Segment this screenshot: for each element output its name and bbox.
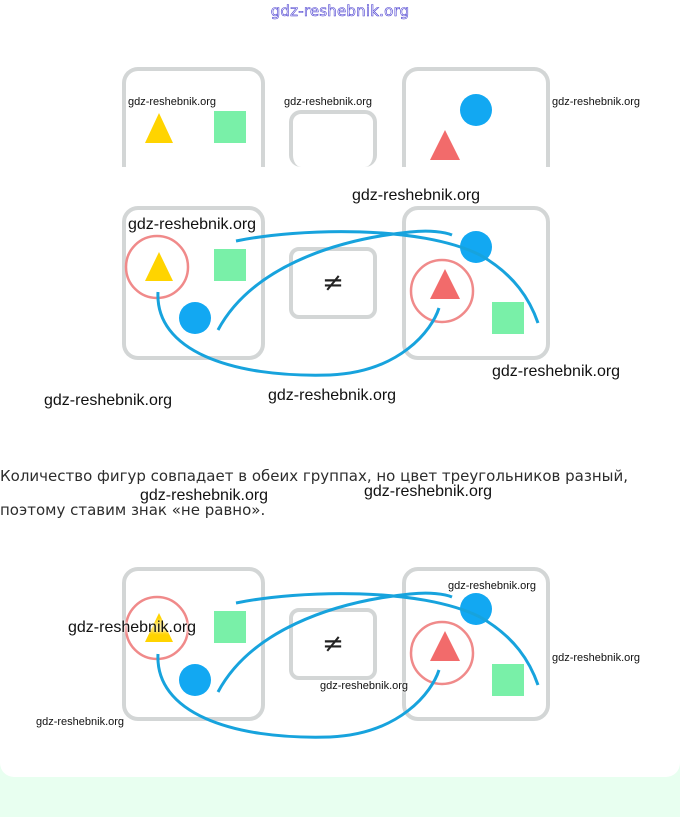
green-square-icon [214,249,246,281]
not-equal-sign: ≠ [322,268,344,298]
match-line-circles [216,229,453,331]
blue-circle-icon [179,664,211,696]
answer-panel [0,522,680,817]
explanation-line-2: поэтому ставим знак «не равно». [0,501,266,519]
highlight-circle-right [409,258,475,324]
blue-circle-icon [460,593,492,625]
watermark: gdz-reshebnik.org [268,387,397,404]
left-group-box [122,67,265,167]
watermark: gdz-reshebnik.org [448,580,537,592]
watermark: gdz-reshebnik.org [140,487,269,504]
right-group-box [402,67,550,167]
explanation-text: Количество фигур совпадает в обеих групп… [0,456,680,530]
watermark: gdz-reshebnik.org [320,680,409,692]
watermark: gdz-reshebnik.org [284,96,373,108]
left-group-box-solution [122,206,265,360]
green-square-icon [214,611,246,643]
match-line-circles [216,591,453,693]
green-square-icon [492,664,524,696]
match-line-triangles [156,653,441,739]
red-triangle-icon [430,269,460,299]
watermark: gdz-reshebnik.org [128,96,217,108]
site-title: gdz-reshebnik.org [270,2,410,21]
blue-circle-icon [179,302,211,334]
answer-panel-card [0,522,680,777]
explanation-line-1: Количество фигур совпадает в обеих групп… [0,467,629,485]
blue-circle-icon [460,231,492,263]
watermark: gdz-reshebnik.org [128,216,257,233]
watermark: gdz-reshebnik.org [492,363,621,380]
red-triangle-icon [430,130,460,160]
match-line-squares [235,592,540,686]
answer-box-not-equal[interactable]: ≠ [289,247,377,319]
green-square-icon [492,302,524,334]
watermark: gdz-reshebnik.org [352,187,481,204]
answer-box-empty[interactable] [289,110,377,167]
match-line-squares [235,230,540,324]
watermark: gdz-reshebnik.org [552,652,641,664]
watermark: gdz-reshebnik.org [364,483,493,500]
not-equal-sign: ≠ [322,629,344,659]
watermark: gdz-reshebnik.org [552,96,641,108]
green-square-icon [214,111,246,143]
red-triangle-icon [430,631,460,661]
watermark: gdz-reshebnik.org [36,716,125,728]
watermark: gdz-reshebnik.org [44,392,173,409]
right-group-box-solution [402,206,550,360]
blue-circle-icon [460,94,492,126]
yellow-triangle-icon [145,252,173,281]
yellow-triangle-icon [145,113,173,143]
yellow-triangle-icon [145,613,173,642]
highlight-circle-right [409,620,475,686]
match-line-triangles [156,291,441,377]
watermark: gdz-reshebnik.org [68,619,197,636]
right-group-box-answer [402,567,550,721]
